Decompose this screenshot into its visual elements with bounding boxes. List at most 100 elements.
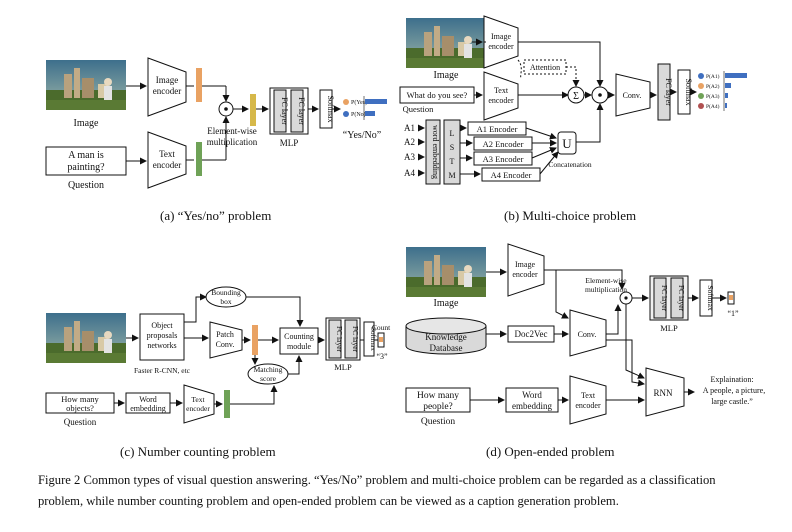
svg-text:FC layer: FC layer: [335, 326, 344, 353]
panel-c: Object proposals networks Faster R-CNN, …: [45, 286, 391, 459]
svg-text:encoder: encoder: [153, 86, 181, 96]
p-no-label: P(No): [351, 111, 366, 118]
caption-c: (c) Number counting problem: [120, 444, 276, 459]
image-encoder: [483, 15, 519, 69]
fc-layer-1: [328, 319, 342, 359]
svg-text:Counting: Counting: [284, 332, 314, 341]
svg-text:M: M: [448, 171, 455, 180]
svg-text:Word: Word: [522, 390, 542, 400]
panel-d: Image Image encoder Element-wise multipl…: [405, 243, 765, 459]
caption-line-2: problem, while number counting problem a…: [38, 494, 619, 508]
svg-text:Database: Database: [430, 343, 463, 353]
object-proposals-box: [139, 313, 185, 361]
svg-text:Patch: Patch: [216, 330, 234, 339]
image-feature-bar: [196, 68, 202, 102]
p-no-bar: [365, 111, 375, 116]
svg-text:Text: Text: [494, 86, 509, 95]
svg-text:P(A4): P(A4): [706, 103, 720, 110]
svg-text:A4 Encoder: A4 Encoder: [491, 170, 532, 180]
input-image: [406, 18, 486, 68]
svg-text:multiplication: multiplication: [207, 137, 258, 147]
svg-text:L: L: [450, 129, 455, 138]
fc-layer-1: [653, 277, 667, 319]
svg-text:S: S: [450, 143, 454, 152]
svg-text:embedding: embedding: [512, 401, 552, 411]
svg-text:A people, a picture,: A people, a picture,: [703, 386, 765, 395]
answer-value: “1”: [727, 309, 739, 318]
fc-layer-2: [344, 319, 358, 359]
svg-text:A1: A1: [404, 123, 415, 133]
caption-a: (a) “Yes/no” problem: [160, 208, 271, 223]
count-label: Count: [372, 323, 391, 332]
svg-text:encoder: encoder: [186, 404, 210, 413]
text-encoder: [183, 384, 215, 424]
softmax-box: [363, 321, 375, 357]
question-box: [405, 387, 471, 413]
a4-encoder: [481, 167, 541, 182]
text-encoder: [569, 375, 607, 425]
svg-text:encoder: encoder: [488, 96, 514, 105]
svg-text:objects?: objects?: [66, 403, 94, 413]
elementwise-label: Element-wise: [585, 276, 627, 285]
svg-text:module: module: [287, 342, 311, 351]
p-yes-bar: [365, 99, 387, 104]
svg-text:Text: Text: [191, 395, 205, 404]
svg-text:Image: Image: [434, 298, 460, 309]
p-a1-bar: [725, 73, 747, 78]
caption-line-1: Figure 2 Common types of visual question…: [38, 473, 716, 487]
svg-text:FC layer: FC layer: [351, 326, 360, 353]
svg-text:P(A1): P(A1): [706, 73, 720, 80]
svg-text:word embedding: word embedding: [431, 125, 440, 179]
caption-d: (d) Open-ended problem: [486, 444, 615, 459]
svg-text:Image: Image: [515, 260, 535, 269]
attention-label: Attention: [530, 63, 560, 72]
patch-conv-block: [209, 321, 243, 359]
fc-layer-1: [273, 89, 287, 133]
p-yes-label: P(Yes): [351, 99, 367, 106]
svg-text:Conv.: Conv.: [578, 330, 597, 339]
svg-text:Knowledge: Knowledge: [425, 332, 467, 342]
vqa-diagram: Image Image encoder A man is painting? Q…: [45, 15, 765, 459]
svg-text:A4: A4: [404, 168, 415, 178]
count-value: “3”: [376, 352, 388, 361]
image-encoder-label: Image: [156, 75, 179, 85]
conv-block: [615, 73, 651, 117]
fc-layer-2: [670, 277, 684, 319]
text-encoder: [147, 131, 187, 189]
text-encoder: [483, 71, 519, 121]
text-feature-bar: [196, 142, 202, 176]
rnn-block: [645, 367, 685, 417]
input-image: [406, 247, 486, 297]
yes-no-answer: “Yes/No”: [343, 130, 381, 141]
text-encoder-label: Text: [159, 149, 175, 159]
svg-text:Conv.: Conv.: [216, 340, 235, 349]
svg-text:A3: A3: [404, 152, 415, 162]
svg-text:T: T: [450, 157, 455, 166]
svg-text:encoder: encoder: [153, 160, 181, 170]
svg-text:multiplication: multiplication: [585, 285, 627, 294]
svg-text:Object: Object: [151, 321, 173, 330]
fused-feature-bar: [250, 94, 256, 126]
svg-text:A2 Encoder: A2 Encoder: [483, 139, 524, 149]
mlp-label: MLP: [660, 323, 678, 333]
svg-text:A3 Encoder: A3 Encoder: [483, 154, 524, 164]
svg-text:Softmax: Softmax: [369, 327, 377, 351]
question-label: Question: [64, 417, 97, 427]
svg-text:A1 Encoder: A1 Encoder: [477, 124, 518, 134]
svg-text:FC layer: FC layer: [297, 97, 306, 125]
svg-text:networks: networks: [147, 341, 176, 350]
text-feature-bar: [224, 390, 230, 418]
svg-text:U: U: [562, 136, 572, 151]
image-encoder: [507, 243, 545, 297]
input-image: [46, 313, 126, 363]
svg-text:encoder: encoder: [512, 270, 538, 279]
svg-text:people?: people?: [423, 402, 453, 412]
svg-text:FC layer: FC layer: [280, 97, 289, 125]
panel-a: Image Image encoder A man is painting? Q…: [45, 57, 387, 223]
svg-text:FC layer: FC layer: [660, 285, 669, 312]
faster-rcnn-label: Faster R-CNN, etc: [134, 366, 191, 375]
svg-text:score: score: [260, 374, 276, 383]
mlp-label: MLP: [280, 138, 299, 148]
svg-text:Matching: Matching: [254, 365, 283, 374]
svg-text:painting?: painting?: [67, 162, 105, 173]
